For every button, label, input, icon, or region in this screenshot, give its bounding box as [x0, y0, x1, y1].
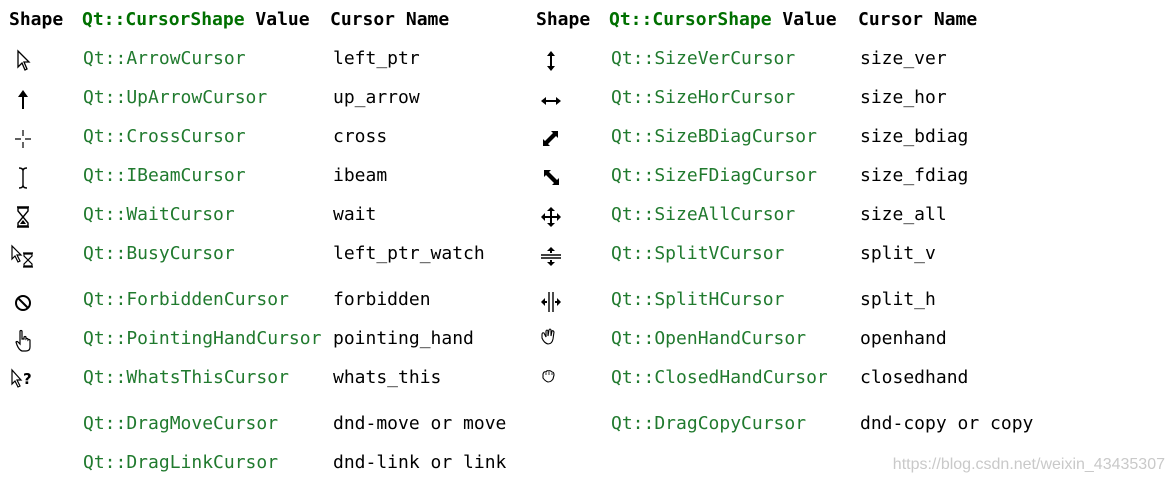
table-row-name: whats_this — [333, 367, 442, 388]
table-row-const: Qt::SizeVerCursor — [611, 48, 796, 69]
table-row-name: split_v — [860, 243, 936, 264]
value-label: Value — [244, 9, 310, 30]
cursor-name-header-left: Cursor Name — [330, 9, 450, 30]
table-row-name: ibeam — [333, 165, 388, 186]
table-row-const: Qt::WaitCursor — [83, 204, 235, 225]
closed-hand-cursor-icon — [538, 365, 560, 391]
table-row-const: Qt::ClosedHandCursor — [611, 367, 828, 388]
wait-cursor-icon — [12, 204, 34, 230]
table-row-const: Qt::SplitHCursor — [611, 289, 785, 310]
table-row-name: size_all — [860, 204, 947, 225]
cursorshape-label: CursorShape — [652, 9, 772, 30]
table-row-const: Qt::SizeFDiagCursor — [611, 165, 817, 186]
forbidden-cursor-icon — [12, 289, 34, 315]
qt-prefix: Qt:: — [82, 9, 126, 30]
table-row-const: Qt::CrossCursor — [83, 126, 246, 147]
table-row-const: Qt::SizeHorCursor — [611, 87, 796, 108]
table-row-const: Qt::DragCopyCursor — [611, 413, 807, 434]
qt-prefix: Qt:: — [609, 9, 653, 30]
up-arrow-cursor-icon — [12, 87, 34, 113]
table-row-name: wait — [333, 204, 377, 225]
value-label: Value — [771, 9, 837, 30]
size-fdiag-cursor-icon — [540, 165, 562, 191]
cursorshape-label: CursorShape — [125, 9, 245, 30]
table-row-name: dnd-copy or copy — [860, 413, 1034, 434]
table-row-const: Qt::BusyCursor — [83, 243, 235, 264]
table-row-const: Qt::ArrowCursor — [83, 48, 246, 69]
table-row-name: split_h — [860, 289, 936, 310]
table-row-const: Qt::IBeamCursor — [83, 165, 246, 186]
table-row-name: size_bdiag — [860, 126, 969, 147]
table-row-name: forbidden — [333, 289, 431, 310]
cursorshape-value-header-right: Qt::CursorShape Value — [609, 9, 837, 30]
table-row-const: Qt::PointingHandCursor — [83, 328, 322, 349]
table-row-name: dnd-move or move — [333, 413, 507, 434]
table-row-name: left_ptr — [333, 48, 420, 69]
busy-cursor-icon — [10, 243, 36, 269]
ibeam-cursor-icon — [12, 165, 34, 191]
split-h-cursor-icon — [540, 289, 562, 315]
table-row-const: Qt::UpArrowCursor — [83, 87, 268, 108]
cross-cursor-icon — [12, 126, 34, 152]
table-row-name: up_arrow — [333, 87, 420, 108]
table-row-const: Qt::DragLinkCursor — [83, 452, 279, 473]
whats-this-cursor-icon: ? — [10, 367, 36, 393]
table-row-const: Qt::WhatsThisCursor — [83, 367, 289, 388]
table-row-name: size_fdiag — [860, 165, 969, 186]
table-row-name: pointing_hand — [333, 328, 474, 349]
size-hor-cursor-icon — [540, 87, 562, 113]
cursor-name-header-right: Cursor Name — [858, 9, 978, 30]
shape-header-right: Shape — [536, 9, 591, 30]
shape-header-left: Shape — [9, 9, 64, 30]
table-row-const: Qt::SizeBDiagCursor — [611, 126, 817, 147]
table-row-name: size_hor — [860, 87, 947, 108]
size-bdiag-cursor-icon — [540, 126, 562, 152]
table-row-const: Qt::OpenHandCursor — [611, 328, 807, 349]
open-hand-cursor-icon — [538, 326, 560, 352]
pointing-hand-cursor-icon — [12, 328, 34, 354]
watermark-url: https://blog.csdn.net/weixin_43435307 — [892, 456, 1165, 473]
table-row-name: left_ptr_watch — [333, 243, 485, 264]
table-row-const: Qt::SplitVCursor — [611, 243, 785, 264]
size-all-cursor-icon — [540, 204, 562, 230]
svg-text:?: ? — [23, 370, 32, 388]
split-v-cursor-icon — [540, 243, 562, 269]
size-ver-cursor-icon — [540, 48, 562, 74]
table-row-const: Qt::DragMoveCursor — [83, 413, 279, 434]
table-row-name: size_ver — [860, 48, 947, 69]
table-row-const: Qt::SizeAllCursor — [611, 204, 796, 225]
table-row-name: dnd-link or link — [333, 452, 507, 473]
table-row-name: closedhand — [860, 367, 969, 388]
table-row-const: Qt::ForbiddenCursor — [83, 289, 289, 310]
table-row-name: openhand — [860, 328, 947, 349]
arrow-cursor-icon — [12, 48, 34, 74]
table-row-name: cross — [333, 126, 388, 147]
cursorshape-value-header-left: Qt::CursorShape Value — [82, 9, 310, 30]
